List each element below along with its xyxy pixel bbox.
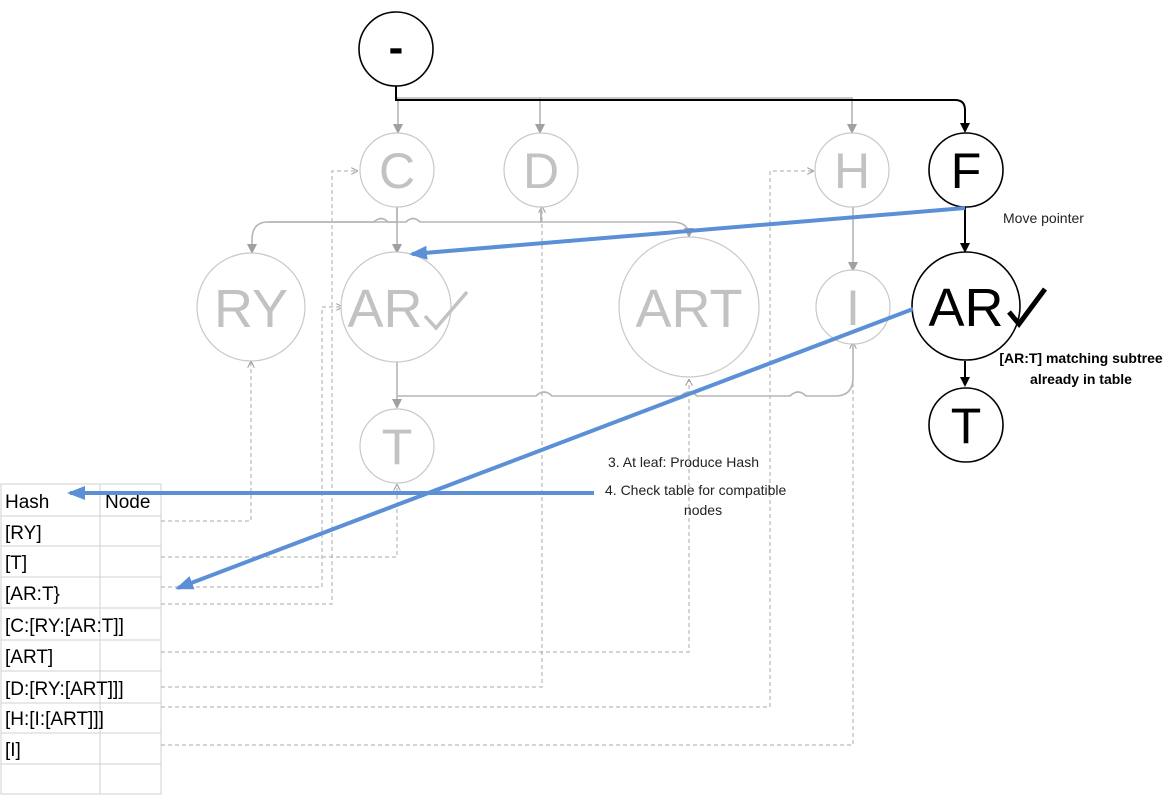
node-ar-active: AR xyxy=(911,251,1048,361)
svg-text:T: T xyxy=(382,419,413,475)
ref-line-ar xyxy=(161,307,342,588)
table-row-hash: [T] xyxy=(5,553,27,574)
table-row-hash: [ART] xyxy=(5,647,53,668)
svg-text:AR: AR xyxy=(928,278,1003,338)
svg-text:D: D xyxy=(523,143,559,199)
ref-line-d xyxy=(161,207,542,688)
matching-subtree-label-line2: already in table xyxy=(1030,371,1132,387)
table-row-hash: [I] xyxy=(5,740,21,761)
active-tree: - F AR T xyxy=(358,11,1048,463)
move-pointer-label: Move pointer xyxy=(1003,210,1084,226)
node-t-active: T xyxy=(928,387,1004,463)
ref-line-art xyxy=(161,380,689,653)
svg-text:H: H xyxy=(834,143,870,199)
edge-root-to-f xyxy=(395,86,970,133)
table-row-hash: [AR:T} xyxy=(5,584,60,605)
node-ar-faded: AR xyxy=(340,251,469,363)
node-ry: RY xyxy=(196,252,306,362)
ref-line-t xyxy=(161,485,397,558)
node-c: C xyxy=(359,132,435,208)
node-f: F xyxy=(928,132,1004,208)
ref-line-h xyxy=(161,171,813,708)
svg-text:-: - xyxy=(389,23,404,72)
svg-text:F: F xyxy=(951,143,982,199)
table-row-hash: [C:[RY:[AR:T]] xyxy=(5,616,124,637)
svg-text:RY: RY xyxy=(214,279,288,339)
hash-table: Hash Node [RY] [T] [AR:T} [C:[RY:[AR:T]]… xyxy=(0,483,162,795)
arrow-ar-to-table xyxy=(175,307,914,590)
table-row-hash: [RY] xyxy=(5,523,42,544)
highlight-arrows xyxy=(67,206,966,590)
step4-label-line2: nodes xyxy=(684,502,722,518)
node-h: H xyxy=(814,132,890,208)
node-t-faded: T xyxy=(359,408,435,484)
step4-label: 4. Check table for compatible xyxy=(605,482,787,498)
check-icon xyxy=(423,290,469,331)
hash-table-border xyxy=(0,483,162,795)
svg-text:T: T xyxy=(951,398,982,454)
check-icon xyxy=(1007,287,1048,329)
svg-text:C: C xyxy=(379,143,415,199)
table-node-references xyxy=(161,171,853,746)
ref-line-i xyxy=(161,343,853,746)
matching-subtree-label: [AR:T] matching subtree xyxy=(999,350,1163,366)
svg-text:I: I xyxy=(846,280,860,336)
ref-line-ry xyxy=(161,362,251,522)
node-d: D xyxy=(503,132,579,208)
table-header-hash: Hash xyxy=(5,492,49,513)
table-header-node: Node xyxy=(105,492,150,513)
faded-tree-edges xyxy=(247,86,858,409)
table-row-hash: [D:[RY:[ART]]] xyxy=(5,679,124,700)
node-root: - xyxy=(358,11,434,87)
node-art: ART xyxy=(618,236,760,378)
ref-line-c xyxy=(161,171,357,605)
step3-label: 3. At leaf: Produce Hash xyxy=(608,454,759,470)
arrow-move-pointer xyxy=(409,206,966,260)
svg-text:AR: AR xyxy=(347,279,422,339)
faded-tree-nodes: C D H RY AR ART I T xyxy=(196,132,891,484)
table-row-hash: [H:[I:[ART]]] xyxy=(5,709,104,730)
svg-text:ART: ART xyxy=(635,279,742,339)
annotations: Move pointer [AR:T] matching subtree alr… xyxy=(605,210,1163,518)
